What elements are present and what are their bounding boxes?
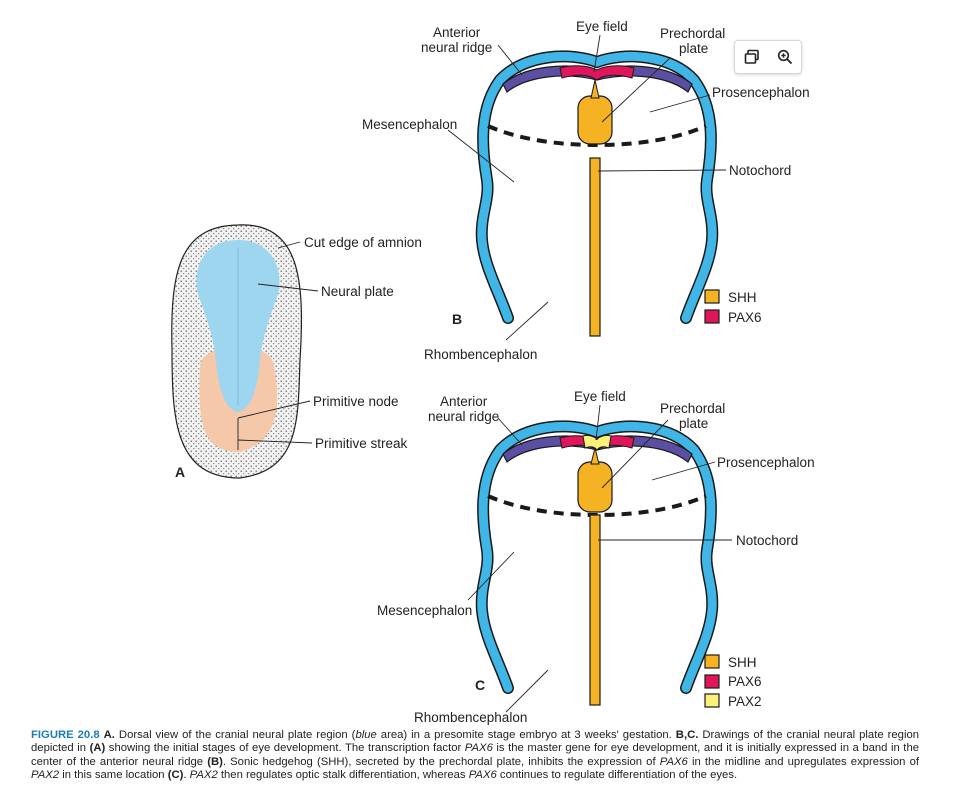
label-neural-plate: Neural plate xyxy=(321,284,394,299)
label-mesencephalon: Mesencephalon xyxy=(362,117,457,132)
caption-part: (C) xyxy=(167,768,184,781)
caption-part: (A) xyxy=(89,742,106,755)
caption-part: PAX6 xyxy=(468,768,497,781)
label-mesencephalon-c: Mesencephalon xyxy=(377,603,472,618)
legend-label-pax6: PAX6 xyxy=(728,310,762,325)
legend-label-shh-c: SHH xyxy=(728,655,757,670)
caption-part: PAX2 xyxy=(31,768,60,781)
legend-b: SHH PAX6 xyxy=(704,289,762,325)
legend-c: SHH PAX6 PAX2 xyxy=(704,654,762,709)
label-eye-field-c: Eye field xyxy=(574,389,626,404)
notochord-rod xyxy=(589,157,601,337)
label-prechordal-1-c: Prechordal xyxy=(660,401,725,416)
caption-part: . xyxy=(183,768,190,781)
panel-b-diagram: Anterior neural ridge Eye field Prechord… xyxy=(362,19,810,362)
legend-swatch-pax6-c xyxy=(704,674,720,689)
caption-part: Dorsal view of the cranial neural plate … xyxy=(114,729,356,741)
label-notochord: Notochord xyxy=(729,163,791,178)
caption-part: showing the initial stages of eye develo… xyxy=(105,742,465,755)
label-anterior-ridge-2-c: neural ridge xyxy=(428,409,499,424)
label-primitive-node: Primitive node xyxy=(313,394,399,409)
caption-part: then regulates optic stalk differentiati… xyxy=(217,768,469,781)
caption-part: PAX2 xyxy=(189,768,218,781)
label-notochord-c: Notochord xyxy=(736,533,798,548)
figure-number: FIGURE 20.8 xyxy=(31,729,100,741)
caption-part: B,C. xyxy=(675,729,699,741)
label-eye-field: Eye field xyxy=(576,19,628,34)
caption-part: continues to regulate differentiation of… xyxy=(496,768,738,781)
image-toolbar xyxy=(734,40,802,74)
label-rhombencephalon-c: Rhombencephalon xyxy=(414,710,527,725)
legend-swatch-shh-c xyxy=(704,654,720,669)
prechordal-plate xyxy=(577,95,613,145)
label-anterior-ridge-2: neural ridge xyxy=(421,40,492,55)
label-prosencephalon: Prosencephalon xyxy=(712,85,810,100)
neural-plate-outline xyxy=(477,51,717,323)
zoom-in-icon[interactable] xyxy=(774,46,796,68)
label-anterior-ridge-1-c: Anterior xyxy=(440,394,488,409)
label-primitive-streak: Primitive streak xyxy=(315,436,408,451)
gallery-icon[interactable] xyxy=(741,46,763,68)
caption-part: PAX6 xyxy=(659,755,688,768)
legend-label-pax6-c: PAX6 xyxy=(728,674,762,689)
caption-part: blue xyxy=(355,729,377,741)
label-cut-edge-of-amnion: Cut edge of amnion xyxy=(304,235,422,250)
label-prechordal-2-c: plate xyxy=(679,416,708,431)
panel-a-embryo: Cut edge of amnion Neural plate Primitiv… xyxy=(171,224,422,480)
pax6-band xyxy=(559,65,635,81)
caption-part: A. xyxy=(103,729,115,741)
label-rhombencephalon: Rhombencephalon xyxy=(424,347,537,362)
caption-part: (B) xyxy=(207,755,223,768)
label-prechordal-2: plate xyxy=(679,41,708,56)
label-prechordal-1: Prechordal xyxy=(660,26,725,41)
caption-part: PAX6 xyxy=(464,742,493,755)
panel-letter-b: B xyxy=(452,311,462,327)
legend-label-shh: SHH xyxy=(728,290,757,305)
label-prosencephalon-c: Prosencephalon xyxy=(717,455,815,470)
panel-c-diagram: Anterior neural ridge Eye field Prechord… xyxy=(377,389,815,725)
legend-label-pax2-c: PAX2 xyxy=(728,694,762,709)
legend-swatch-pax6 xyxy=(704,309,720,324)
caption-part: area) in a presomite stage embryo at 3 w… xyxy=(376,729,676,741)
prechordal-plate-c xyxy=(577,461,613,513)
caption-part: is the master gene for eye development, … xyxy=(31,742,920,768)
figure-caption: FIGURE 20.8 A. Dorsal view of the crania… xyxy=(31,729,919,782)
caption-part: in this same location xyxy=(59,768,168,781)
panel-letter-c: C xyxy=(475,677,485,693)
legend-swatch-shh xyxy=(704,289,720,304)
panel-letter-a: A xyxy=(175,464,185,480)
legend-swatch-pax2-c xyxy=(704,693,720,708)
caption-part: Drawings of the cranial neural plate reg… xyxy=(31,729,920,755)
label-anterior-ridge-1: Anterior xyxy=(433,25,481,40)
caption-part: . Sonic hedgehog (SHH), secreted by the … xyxy=(222,755,660,768)
caption-part: in the midline and upregulates expressio… xyxy=(687,755,919,768)
notochord-rod-c xyxy=(589,514,601,706)
